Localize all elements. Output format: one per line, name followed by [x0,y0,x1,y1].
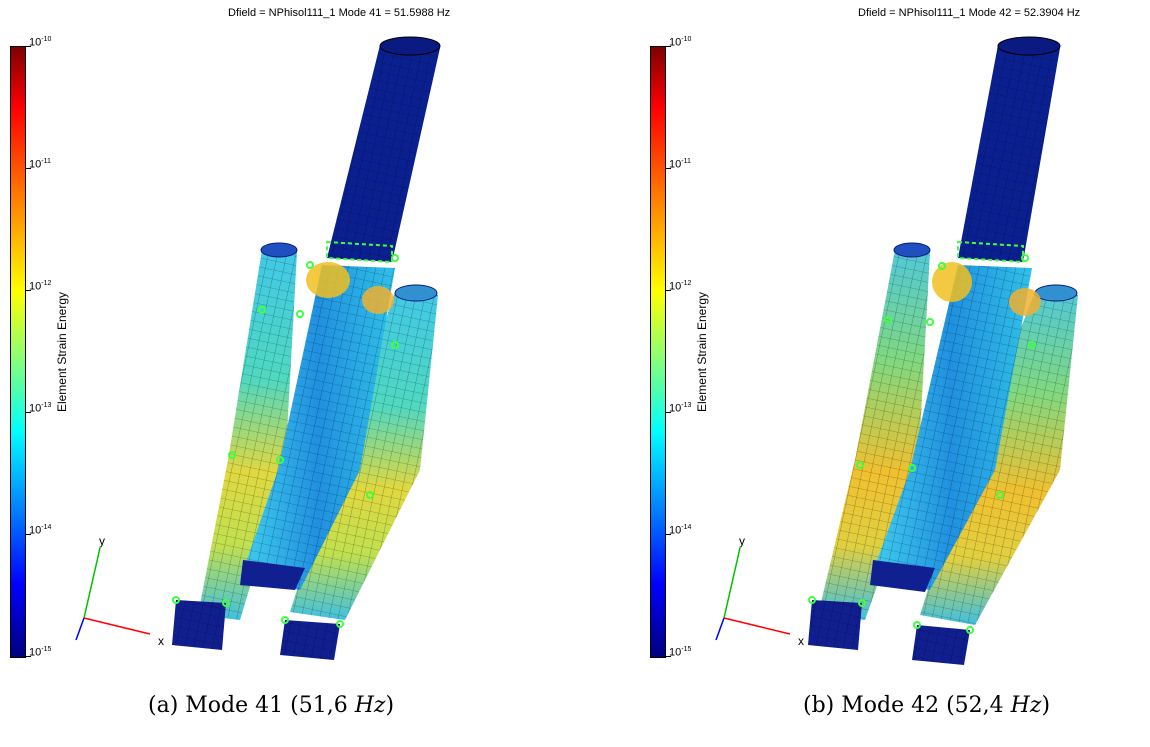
colorbar-tick-label: 10-15 [669,646,692,659]
mesh-render: y x [715,36,1078,665]
colorbar-tick-label: 10-10 [29,36,52,49]
colorbar-tick-label: 10-11 [669,158,691,171]
axes-triad: y x [75,534,164,648]
x-axis-label: x [158,634,164,648]
center-pipe [240,262,395,590]
colorbar [650,46,666,658]
figure-caption: (a) Mode 41 (51,6 Hz) [148,693,395,718]
axes-triad: y x [715,534,804,648]
y-axis-label: y [739,534,745,548]
x-axis-label: x [798,634,804,648]
colorbar-tick-label: 10-12 [669,280,692,293]
colorbar [10,46,26,658]
colorbar-tick-label: 10-15 [29,646,52,659]
mode-41-panel: Dfield = NPhisol111_1 Mode 41 = 51.5988 … [0,0,520,747]
colorbar-tick-label: 10-13 [29,402,52,415]
top-stack-pipe [326,36,441,264]
plot-title: Dfield = NPhisol111_1 Mode 41 = 51.5988 … [228,7,451,19]
mode-42-panel: Dfield = NPhisol111_1 Mode 42 = 52.3904 … [640,0,1150,747]
colorbar-tick-label: 10-11 [29,158,51,171]
y-axis-label: y [99,534,105,548]
left-branch-pipe [808,242,931,650]
right-branch-pipe [280,284,438,660]
figure-caption: (b) Mode 42 (52,4 Hz) [803,693,1051,718]
left-branch-pipe [172,242,298,650]
right-branch-pipe [912,284,1078,665]
plot-title: Dfield = NPhisol111_1 Mode 42 = 52.3904 … [858,7,1081,19]
colorbar-tick-label: 10-14 [29,524,52,537]
colorbar-tick-label: 10-10 [669,36,692,49]
center-pipe [870,262,1041,592]
colorbar-tick-label: 10-14 [669,524,692,537]
top-stack-pipe [957,36,1061,264]
colorbar-tick-label: 10-12 [29,280,52,293]
mesh-render: y x [75,36,441,660]
colorbar-tick-label: 10-13 [669,402,692,415]
node-markers [172,254,399,628]
node-markers [808,254,1036,634]
